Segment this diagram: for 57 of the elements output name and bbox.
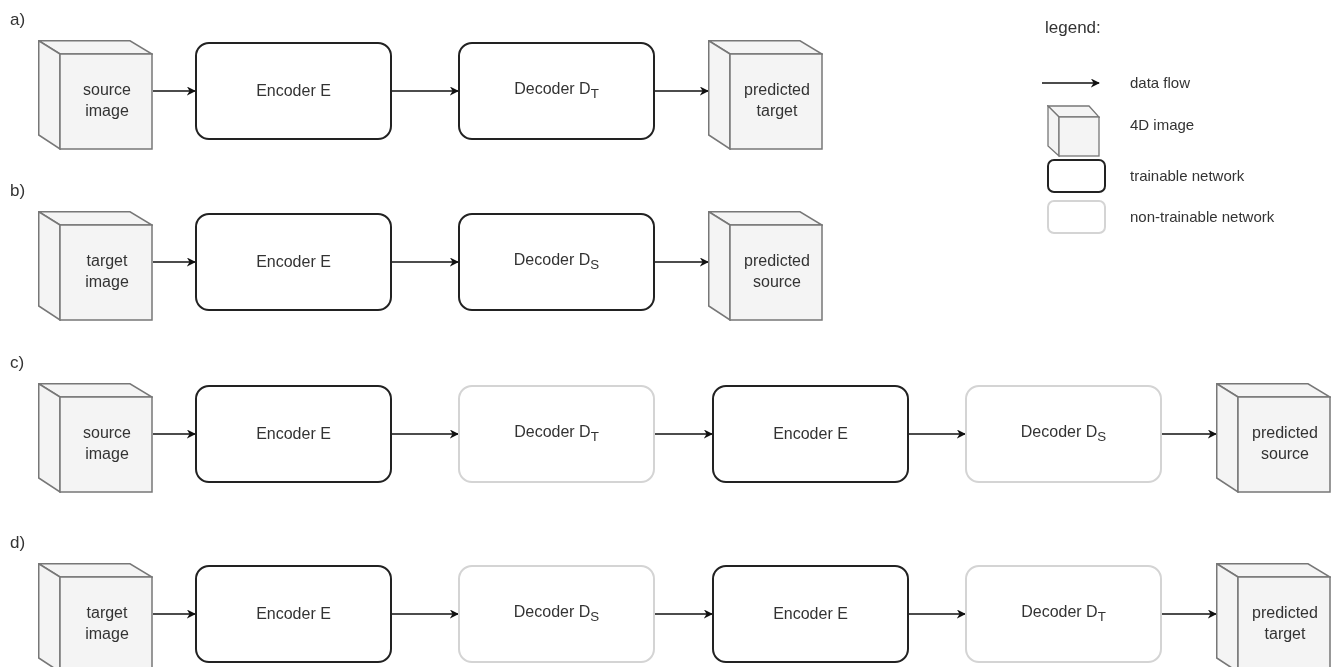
arrow (391, 257, 459, 267)
panel-label: c) (10, 353, 25, 373)
trainable-network-box (195, 565, 392, 663)
trainable-network-box (458, 42, 655, 140)
legend-label: trainable network (1130, 167, 1245, 184)
panel-label: d) (10, 533, 26, 553)
node-label: source image (82, 80, 132, 121)
panel-label: a) (10, 10, 26, 30)
arrow (908, 429, 966, 439)
trainable-network-box (458, 213, 655, 311)
node-label: Encoder E (773, 603, 848, 624)
non-trainable-network-box (458, 565, 655, 663)
arrow (908, 609, 966, 619)
arrow (152, 609, 196, 619)
trainable-network-box (712, 565, 909, 663)
node-label: source image (82, 423, 132, 464)
arrow (152, 86, 196, 96)
node-label: Decoder D$_{T}$ (514, 79, 599, 103)
arrow (1161, 609, 1217, 619)
non-trainable-network-box (458, 385, 655, 483)
arrow (654, 257, 709, 267)
non-trainable-network-box (965, 385, 1162, 483)
node-label: Decoder D$_{S}$ (1020, 422, 1107, 446)
node-label: Decoder D$_{T}$ (514, 422, 599, 446)
arrow (654, 86, 709, 96)
node-label: target image (84, 603, 130, 644)
legend-title: legend: (1045, 18, 1101, 38)
node-label: predicted source (743, 251, 811, 292)
arrow (152, 429, 196, 439)
trainable-network-box (712, 385, 909, 483)
node-label: Decoder D$_{T}$ (1021, 602, 1106, 626)
trainable-network-box (195, 42, 392, 140)
node-label: Encoder E (256, 423, 331, 444)
node-label: Encoder E (773, 423, 848, 444)
arrow (391, 609, 459, 619)
node-label: Decoder D$_{S}$ (513, 602, 600, 626)
arrow (152, 257, 196, 267)
arrow (654, 609, 713, 619)
legend-label: non-trainable network (1130, 208, 1275, 225)
non-trainable-network-box (965, 565, 1162, 663)
node-label: target image (84, 251, 130, 292)
node-label: predicted target (1251, 603, 1319, 644)
panel-label: b) (10, 181, 26, 201)
node-label: predicted source (1251, 423, 1319, 464)
node-label: predicted target (743, 80, 811, 121)
arrow (391, 429, 459, 439)
arrow (1161, 429, 1217, 439)
node-label: Encoder E (256, 251, 331, 272)
node-label: Encoder E (256, 80, 331, 101)
node-label: Encoder E (256, 603, 331, 624)
trainable-network-box (195, 213, 392, 311)
legend-label: 4D image (1130, 116, 1195, 133)
arrow (654, 429, 713, 439)
node-label: Decoder D$_{S}$ (513, 250, 600, 274)
arrow (391, 86, 459, 96)
trainable-network-box (195, 385, 392, 483)
legend-label: data flow (1130, 74, 1191, 91)
